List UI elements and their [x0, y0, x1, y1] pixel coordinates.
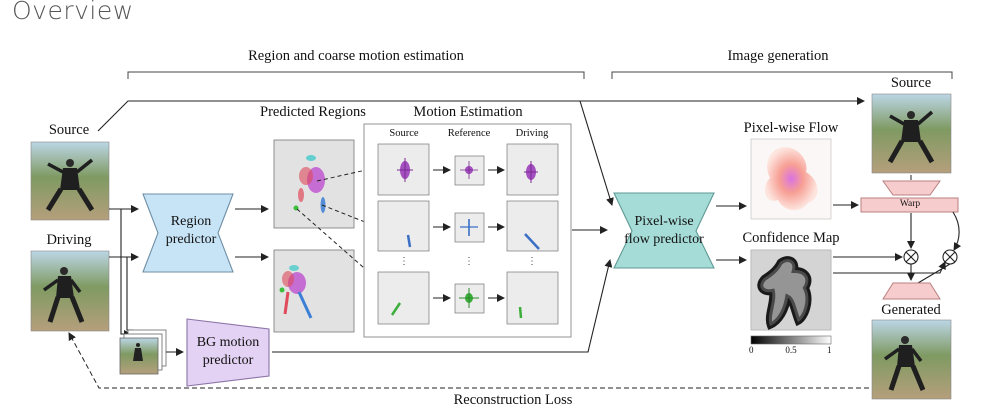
reconstruction-loss-label: Reconstruction Loss: [453, 392, 573, 408]
bg-motion-line1: BG motion: [196, 335, 260, 350]
svg-text:⋮: ⋮: [527, 256, 537, 267]
page-title: Overview: [12, 0, 134, 25]
generated-photo: [871, 319, 952, 400]
me-row-3: [377, 271, 559, 325]
bg-motion-line2: predictor: [202, 352, 254, 368]
pixel-flow-title: Pixel-wise Flow: [743, 120, 839, 136]
flow-predictor-label: Pixel-wise flow predictor: [624, 213, 704, 248]
predicted-regions-driving: [273, 249, 355, 333]
me-row-2: [377, 200, 559, 252]
bg-motion-predictor-label: BG motion predictor: [197, 334, 260, 369]
pixel-flow-image: [750, 138, 832, 220]
me-col-reference: Reference: [447, 128, 491, 139]
warp-box: [860, 197, 959, 213]
colorbar-tick-0: 0: [749, 345, 754, 355]
me-col-source: Source: [389, 128, 419, 139]
colorbar-tick-1: 1: [827, 345, 832, 355]
source-label: Source: [48, 122, 90, 138]
section-label-left: Region and coarse motion estimation: [248, 48, 464, 64]
colorbar-tick-mid: 0.5: [785, 345, 797, 355]
me-row-1: [377, 143, 559, 196]
encoder-shape: [882, 180, 941, 196]
svg-text:⋮: ⋮: [464, 256, 474, 267]
section-label-right: Image generation: [727, 48, 829, 64]
right-source-label: Source: [890, 75, 932, 91]
region-predictor-line2: predictor: [165, 231, 217, 247]
generated-label: Generated: [881, 302, 941, 318]
motion-estimation-title: Motion Estimation: [413, 104, 523, 120]
warp-label: Warp: [899, 199, 921, 209]
confidence-map-image: [750, 249, 832, 331]
driving-label: Driving: [46, 232, 92, 248]
bg-input-stack: [119, 329, 167, 375]
region-predictor-shape: [142, 193, 234, 273]
region-predictor-line1: Region: [170, 214, 212, 229]
svg-text:⋮: ⋮: [399, 256, 409, 267]
confidence-map-title: Confidence Map: [742, 230, 840, 246]
colorbar: [750, 335, 832, 345]
source-photo: [30, 141, 110, 221]
region-predictor-label: Region predictor: [166, 213, 217, 248]
predicted-regions-source: [273, 139, 355, 229]
section-bracket-left: [127, 71, 585, 79]
decoder-shape: [882, 282, 941, 300]
flow-predictor-line1: Pixel-wise: [634, 214, 694, 229]
predicted-regions-title: Predicted Regions: [260, 104, 366, 120]
right-source-photo: [871, 93, 952, 174]
multiply-node-2: [942, 249, 958, 265]
me-col-driving: Driving: [515, 128, 549, 139]
flow-predictor-line2: flow predictor: [624, 231, 704, 247]
multiply-node-1: [903, 249, 919, 265]
bg-motion-predictor-shape: [186, 318, 270, 387]
section-bracket-right: [611, 71, 953, 79]
driving-photo: [30, 250, 110, 332]
flow-predictor-shape: [613, 192, 715, 269]
